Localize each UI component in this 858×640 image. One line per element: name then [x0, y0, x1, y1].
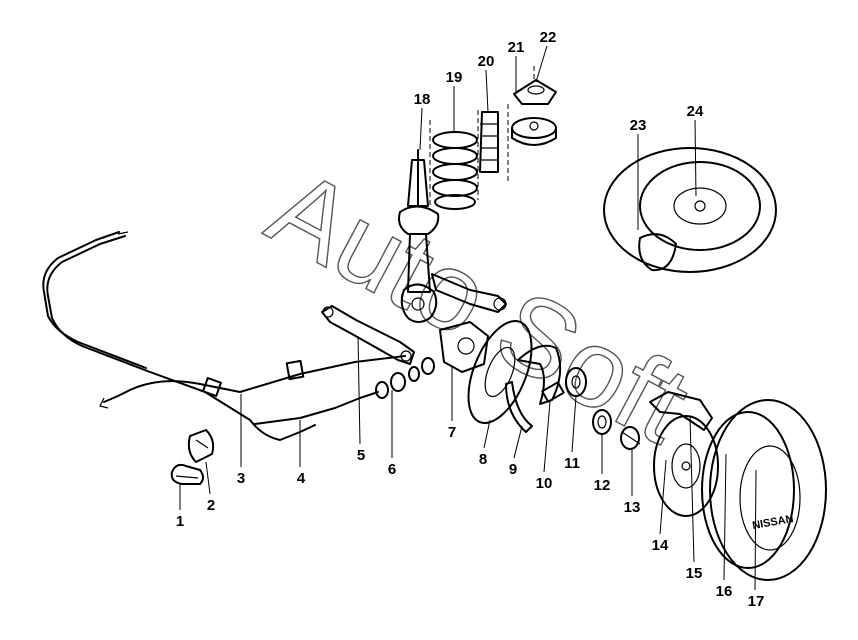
callout-7: 7	[448, 424, 456, 441]
callout-19: 19	[446, 69, 463, 86]
brake-drum	[653, 415, 719, 517]
callout-16: 16	[716, 583, 733, 600]
leader-lines	[179, 45, 757, 591]
wheel-cylinder	[541, 381, 565, 403]
callout-13: 13	[624, 499, 641, 516]
coil-spring	[432, 131, 478, 210]
upper-mount-cap	[513, 79, 557, 105]
callout-14: 14	[652, 537, 669, 554]
callout-8: 8	[479, 451, 487, 468]
callout-20: 20	[478, 53, 495, 70]
callout-1: 1	[176, 513, 184, 530]
callout-24: 24	[687, 103, 704, 120]
strut-assembly	[398, 149, 440, 323]
callout-3: 3	[237, 470, 245, 487]
link-bushings	[375, 357, 435, 399]
callout-23: 23	[630, 117, 647, 134]
stabilizer-bar	[42, 231, 316, 441]
bushing-clamp	[170, 463, 204, 485]
upper-arm	[431, 273, 507, 313]
brake-cable-right	[254, 391, 379, 425]
assembly-guides	[429, 66, 535, 210]
callout-18: 18	[414, 91, 431, 108]
callout-10: 10	[536, 475, 553, 492]
strut-mount	[511, 117, 557, 146]
knuckle	[439, 321, 489, 373]
callout-12: 12	[594, 477, 611, 494]
callout-22: 22	[540, 29, 557, 46]
spare-tire	[603, 147, 777, 273]
road-wheel: NISSAN	[701, 399, 827, 581]
callout-2: 2	[207, 497, 215, 514]
brake-shoes	[505, 344, 562, 433]
wheel-liner	[649, 391, 713, 431]
callout-17: 17	[748, 593, 765, 610]
callout-11: 11	[564, 455, 580, 472]
callout-6: 6	[388, 461, 396, 478]
callout-numbers: 1 2 3 4 5 6 7 8 9 10 11 12 13 14 15 16 1…	[176, 29, 765, 610]
callout-5: 5	[357, 447, 365, 464]
brake-cable-left	[99, 355, 406, 409]
callout-4: 4	[297, 470, 306, 487]
callout-21: 21	[508, 39, 525, 56]
lower-link	[321, 305, 415, 365]
hub-cap	[620, 426, 641, 450]
stabilizer-bushing	[187, 429, 215, 463]
dust-boot	[479, 111, 499, 173]
callout-15: 15	[686, 565, 703, 582]
backing-plate	[467, 319, 533, 425]
callout-9: 9	[509, 461, 517, 478]
